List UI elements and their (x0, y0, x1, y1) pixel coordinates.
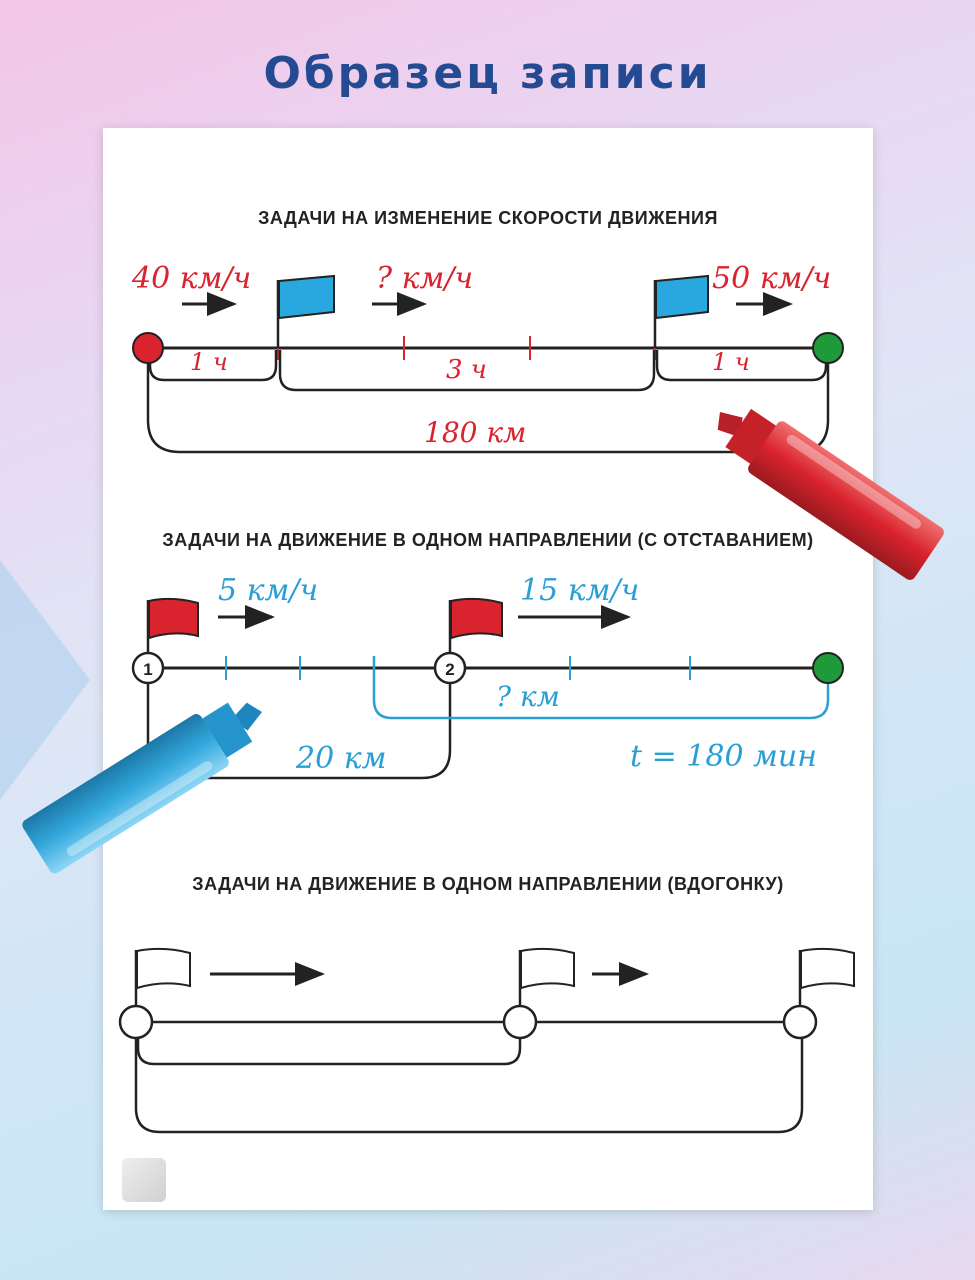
time-last-label: 1 ч (712, 348, 750, 376)
blue-flag-icon (653, 274, 709, 348)
end-point (812, 652, 844, 684)
point-2-label: 2 (445, 660, 454, 679)
speed-2-label: 15 км/ч (520, 573, 639, 608)
time-middle-label: 3 ч (446, 355, 487, 385)
brace-middle-hours (278, 350, 656, 392)
diagram-lagging: 1 2 5 км/ч 15 км/ч 20 км ? км t = 180 ми… (131, 573, 844, 780)
brace-first-hour (148, 350, 278, 382)
red-marker-icon (717, 408, 944, 580)
middle-point (502, 1004, 538, 1040)
speed-middle-label: ? км/ч (376, 261, 473, 296)
start-point (118, 1004, 154, 1040)
time-first-label: 1 ч (190, 348, 228, 376)
unknown-distance-label: ? км (496, 680, 560, 713)
end-point (812, 332, 844, 364)
brace-unknown-distance (372, 656, 830, 720)
page-title: Образец записи (263, 48, 712, 99)
speed-end-label: 50 км/ч (712, 261, 831, 296)
background-triangle (0, 560, 90, 800)
section-title-catch-up: ЗАДАЧИ НА ДВИЖЕНИЕ В ОДНОМ НАПРАВЛЕНИИ (… (192, 874, 784, 894)
publisher-logo (122, 1158, 166, 1202)
diagram-speed-change: 40 км/ч ? км/ч 50 км/ч 1 ч 3 ч 1 ч 180 к… (131, 261, 844, 454)
point-1 (131, 651, 165, 685)
blue-marker-icon (22, 702, 262, 874)
section-title-speed-change: ЗАДАЧИ НА ИЗМЕНЕНИЕ СКОРОСТИ ДВИЖЕНИЯ (258, 208, 718, 228)
time-label: t = 180 мин (630, 739, 817, 774)
white-flag-icon (518, 947, 575, 1008)
point-2 (433, 651, 467, 685)
diagram-catch-up (118, 947, 855, 1134)
speed-1-label: 5 км/ч (218, 573, 318, 608)
brace-total-segment (134, 1036, 804, 1134)
white-flag-icon (798, 947, 855, 1008)
brace-total-distance (146, 360, 830, 454)
gap-distance-label: 20 км (295, 741, 387, 776)
white-flag-icon (134, 947, 191, 1008)
brace-first-segment (136, 1036, 522, 1066)
point-1-label: 1 (143, 660, 152, 679)
blue-flag-icon (276, 274, 335, 348)
total-distance-label: 180 км (424, 416, 526, 449)
section-title-lagging: ЗАДАЧИ НА ДВИЖЕНИЕ В ОДНОМ НАПРАВЛЕНИИ (… (162, 530, 814, 550)
start-point (132, 332, 164, 364)
end-point (782, 1004, 818, 1040)
brace-last-hour (655, 350, 828, 382)
speed-start-label: 40 км/ч (131, 261, 251, 296)
